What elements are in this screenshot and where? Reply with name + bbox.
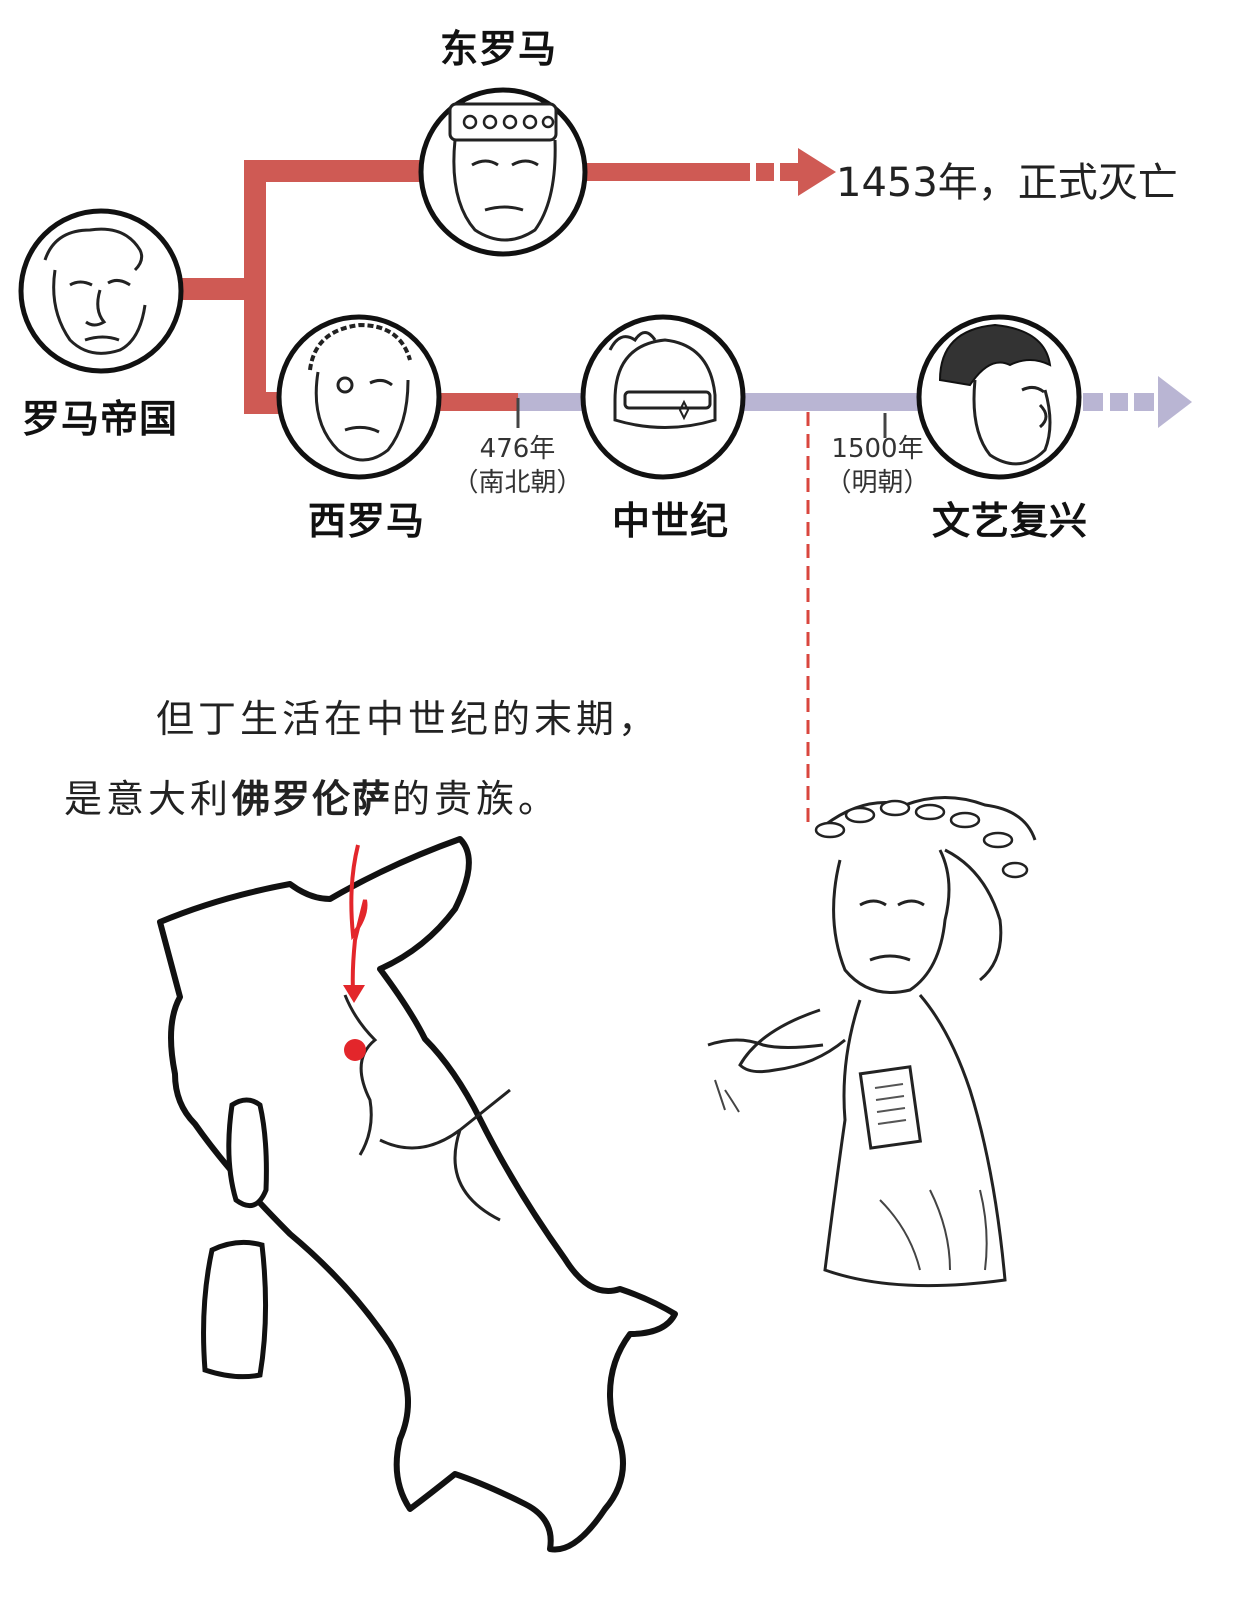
western-rome-label: 西罗马: [308, 490, 425, 545]
eastern-rome-end-text: 1453年，正式灭亡: [836, 150, 1178, 208]
mark-476-year: 476年: [445, 432, 590, 466]
renaissance-man-portrait-icon: [919, 317, 1079, 477]
florence-dot: [344, 1039, 366, 1061]
western-roman-portrait-icon: [279, 317, 439, 477]
middle-ages-label: 中世纪: [612, 490, 729, 545]
roman-emperor-portrait-icon: [21, 211, 181, 371]
caption-line-2-after: 的贵族。: [392, 777, 560, 821]
knight-helmet-portrait-icon: [583, 317, 743, 477]
mark-1500: 1500年 （明朝）: [815, 432, 940, 500]
florence-highlight: 佛罗伦萨: [232, 777, 392, 821]
eastern-rome-label: 东罗马: [440, 18, 557, 73]
dante-illustration: [708, 798, 1035, 1286]
roman-empire-label: 罗马帝国: [22, 388, 178, 443]
caption-line-2-before: 是意大利: [64, 777, 232, 821]
mark-476: 476年 （南北朝）: [445, 432, 590, 500]
mark-1500-era: （明朝）: [815, 466, 940, 500]
mark-1500-year: 1500年: [815, 432, 940, 466]
caption-line-2: 是意大利佛罗伦萨的贵族。: [64, 768, 560, 823]
byzantine-emperor-portrait-icon: [421, 90, 585, 254]
renaissance-label: 文艺复兴: [932, 490, 1088, 545]
caption-line-1: 但丁生活在中世纪的末期，: [156, 688, 660, 743]
italy-map-illustration: [160, 839, 675, 1550]
mark-476-era: （南北朝）: [445, 466, 590, 500]
